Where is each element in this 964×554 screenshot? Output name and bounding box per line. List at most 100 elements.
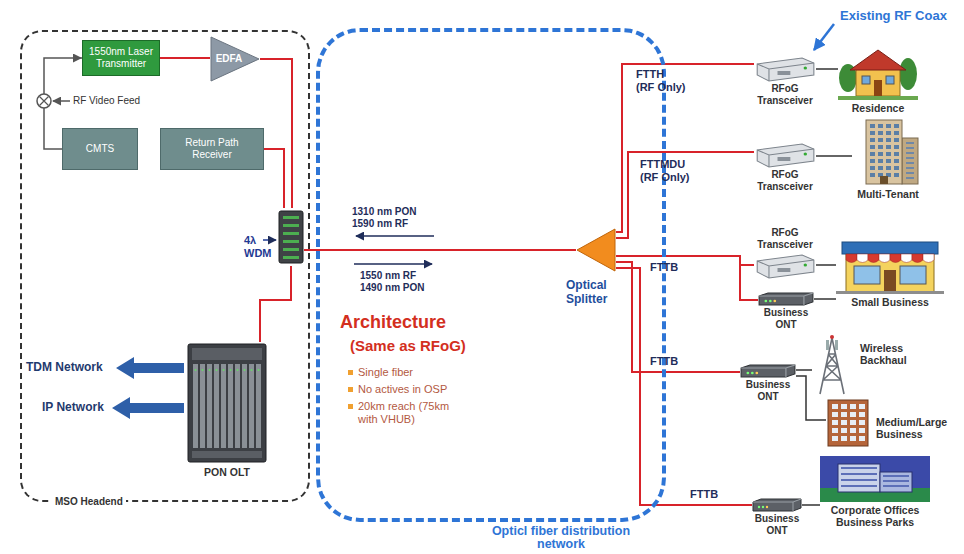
apartment-building-icon-part (886, 159, 891, 163)
label-anchor: IP Network (42, 400, 104, 414)
olt-chassis-icon (186, 342, 268, 464)
node-label: RFoG Transceiver (754, 83, 816, 107)
label-anchor: 1310 nm PON (352, 206, 416, 218)
label-anchor: FTTMDU (640, 158, 685, 171)
label-anchor: (RF Only) (640, 171, 690, 184)
network-label: TDM Network (26, 360, 103, 374)
medium-large-business-building: Medium/Large Business (826, 398, 954, 448)
apartment-building-icon-part (902, 138, 918, 184)
node-label: PON OLT (186, 466, 268, 478)
laser-transmitter-box: 1550nm Laser Transmitter (82, 40, 160, 76)
small-business-shop-icon-part (846, 254, 857, 263)
rf-combiner-cross (40, 97, 49, 106)
branch-label: FTTMDU (640, 158, 685, 171)
ont-device-icon-part (753, 499, 801, 511)
office-building-icon-part (832, 436, 838, 441)
node-label: Optical Splitter (566, 278, 624, 306)
label-anchor: Existing RF Coax (840, 8, 947, 23)
node-label: RFoG Transceiver (754, 169, 816, 193)
apartment-building-icon-part (906, 147, 914, 149)
office-building-icon-part (850, 436, 856, 441)
region-title: MSO Headend (52, 496, 126, 508)
apartment-building-icon (852, 118, 924, 186)
label-anchor: 1490 nm PON (360, 282, 424, 294)
node-label: RFoG Transceiver (754, 227, 816, 251)
node-label: Medium/Large Business (876, 416, 954, 440)
cell-tower-icon (812, 334, 852, 396)
olt-chassis-icon-part (244, 369, 246, 371)
olt-chassis-icon-part (258, 369, 260, 371)
small-business-shop-icon-part (890, 254, 901, 263)
olt-chassis-icon-part (202, 369, 204, 371)
olt-chassis-icon-part (195, 369, 197, 371)
corporate-office-icon-part (838, 464, 880, 492)
ont-device-icon-part (764, 300, 767, 302)
coax-line (816, 68, 838, 70)
bullet-square (348, 370, 353, 375)
office-building-icon-part (859, 428, 865, 433)
label-anchor: TDM Network (26, 360, 103, 374)
ont-device-icon-part (741, 365, 795, 377)
rf-combiner-circle (37, 94, 51, 108)
label-anchor: (Same as RFoG) (350, 337, 466, 355)
ont-device-icon (752, 498, 802, 512)
callout-label: Existing RF Coax (840, 8, 947, 23)
label-anchor: FTTB (650, 261, 678, 274)
node-label: 1550nm Laser Transmitter (87, 46, 155, 70)
label-anchor: 20km reach (75km with VHUB) (358, 400, 470, 426)
headend-region: MSO Headend1550nm Laser TransmitterEDFAC… (20, 30, 310, 502)
small-business-shop: Small Business (836, 236, 944, 308)
apartment-building-icon-part (878, 159, 883, 163)
label-anchor: FTTH (636, 68, 664, 81)
apartment-building-icon-part (906, 142, 914, 144)
splitter-triangle-part (577, 229, 615, 271)
fiber-line (616, 256, 758, 300)
branch-label: (RF Only) (636, 81, 686, 94)
rfog-device-icon-part (757, 63, 814, 81)
cell-tower-icon-part (826, 340, 829, 350)
label-anchor: 1550 nm RF (360, 270, 416, 282)
ont-device-icon-part (766, 506, 768, 508)
network-label: IP Network (42, 400, 104, 414)
olt-chassis-icon-part (193, 364, 198, 448)
office-building-icon-part (850, 420, 856, 425)
olt-chassis-icon-part (251, 369, 253, 371)
fiber-line (616, 64, 754, 232)
label-anchor: FTTB (690, 488, 718, 501)
apartment-building-icon-part (878, 124, 883, 128)
rfog-device-icon-part (757, 58, 814, 81)
fiber-line (616, 256, 754, 265)
rfog-device-icon (754, 142, 816, 168)
small-business-shop-icon-part (884, 270, 896, 292)
ont-device-icon-part (755, 372, 758, 374)
cell-tower-icon-part (820, 338, 844, 394)
multi-tenant-building: Multi-Tenant (852, 118, 924, 200)
wavelength-label: 1590 nm RF (352, 218, 408, 230)
wdm-device-icon-part (279, 211, 303, 263)
fiber-line (616, 262, 740, 372)
apartment-building-icon-part (878, 152, 883, 156)
subheading-label: (Same as RFoG) (350, 337, 466, 355)
olt-chassis-icon-part (230, 369, 232, 371)
small-business-shop-icon-part (857, 254, 868, 263)
cell-tower-icon-part (830, 335, 834, 339)
branch-label: FTTB (690, 488, 718, 501)
apartment-building-icon-part (878, 166, 883, 170)
rfog-device-icon (754, 253, 816, 279)
ont-device-icon-part (753, 499, 801, 511)
apartment-building-icon-part (870, 152, 875, 156)
apartment-building-icon-part (894, 145, 899, 149)
corporate-office-park: Corporate Offices Business Parks (820, 456, 930, 528)
business-ont: Business ONT (752, 498, 802, 537)
office-building-icon-part (832, 420, 838, 425)
apartment-building-icon-part (894, 173, 899, 177)
corporate-office-icon-part (841, 473, 877, 475)
fiber-line (616, 152, 754, 238)
apartment-building-icon-part (906, 167, 914, 169)
office-building-icon-part (841, 428, 847, 433)
apartment-building-icon-part (906, 157, 914, 159)
olt-chassis-icon-part (192, 451, 262, 458)
fiber-line (260, 266, 291, 342)
